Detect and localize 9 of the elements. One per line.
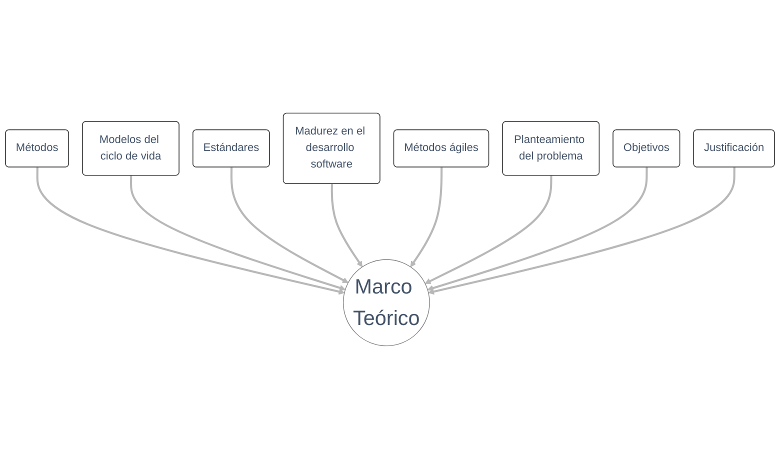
arrow [230,167,348,283]
arrow [424,176,552,284]
arrow [410,167,443,268]
arrow [428,167,736,295]
node-circle: Marco Teórico [342,259,430,346]
arrow [36,167,345,295]
arrow [427,167,648,292]
arrow [130,176,346,291]
arrow [330,184,363,268]
